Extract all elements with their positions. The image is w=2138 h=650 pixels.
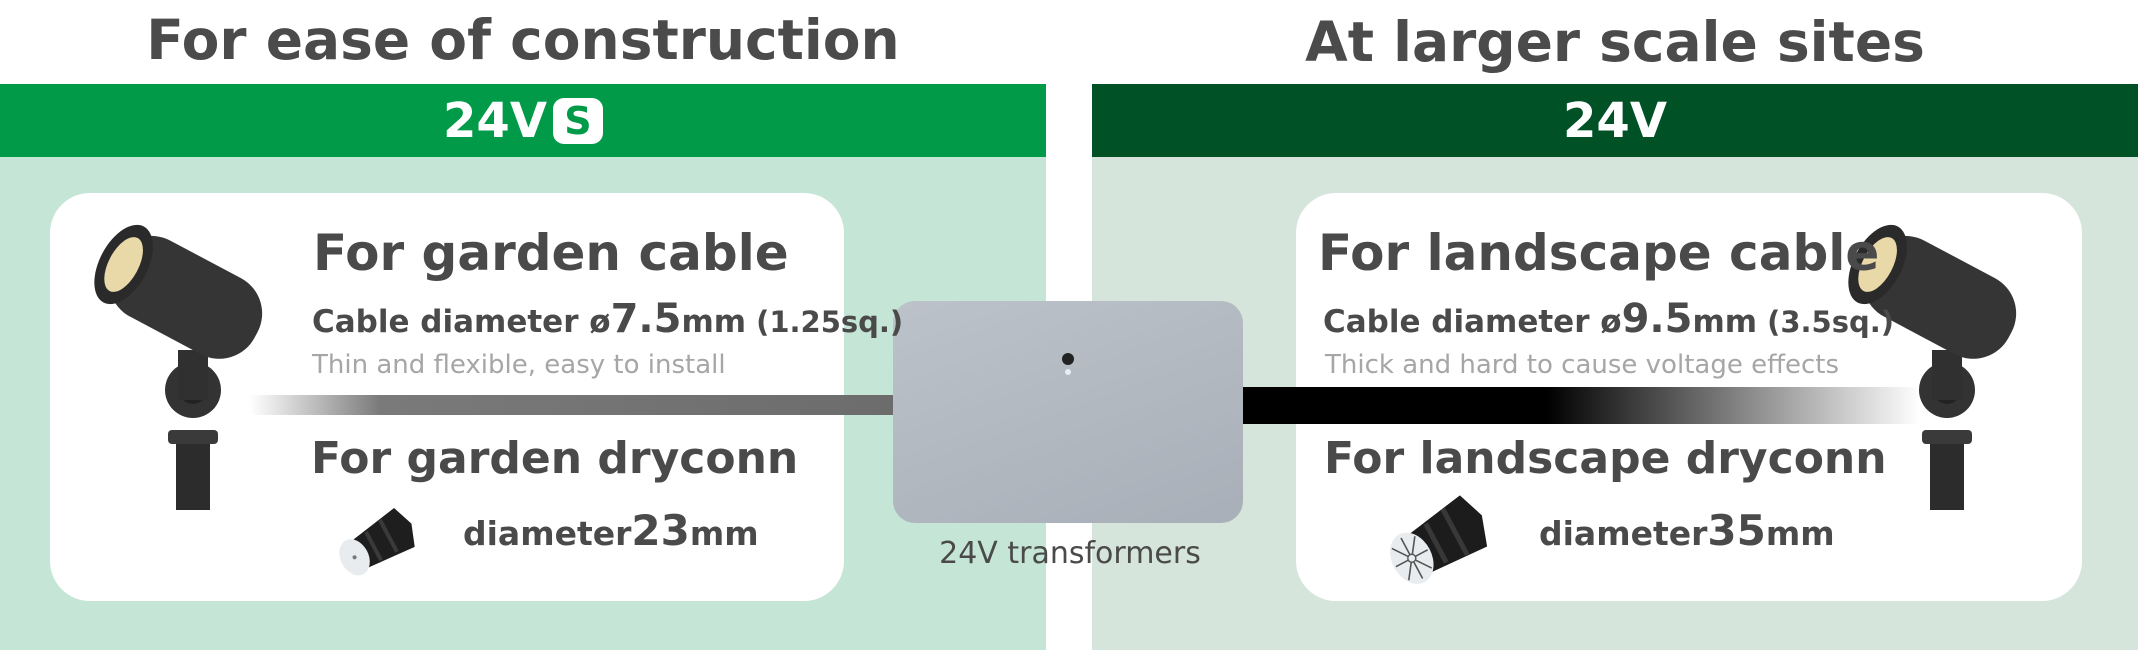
landscape-cable-spec-value: 9.5 [1621,296,1693,342]
garden-cable-spec-paren: (1.25sq.) [756,305,904,339]
landscape-dryconn-prefix: diameter [1539,514,1708,553]
landscape-dryconn-unit: mm [1765,514,1835,553]
right-voltage-label: 24V [1563,92,1667,149]
landscape-dryconn-diameter: diameter35mm [1539,506,1835,555]
s-badge: S [552,97,603,144]
landscape-cable-spec-prefix: Cable diameter ø [1323,304,1622,340]
landscape-cable-spec: Cable diameter ø9.5mm (3.5sq.) [1323,296,1894,342]
landscape-cable-note: Thick and hard to cause voltage effects [1325,350,1840,380]
garden-dryconn-prefix: diameter [463,514,632,553]
garden-dryconn-unit: mm [689,514,759,553]
right-heading: At larger scale sites [1305,10,1925,74]
garden-cable-spec-value: 7.5 [610,296,682,342]
garden-dryconn-value: 23 [631,506,690,555]
left-voltage-label: 24V [443,92,547,149]
garden-cable-title: For garden cable [313,224,789,282]
garden-cable-line [250,395,900,415]
landscape-dryconn-value: 35 [1707,506,1766,555]
dryconn-connector-icon [1390,495,1488,584]
landscape-cable-spec-unit: mm [1692,304,1758,340]
transformer-led-icon [1065,369,1071,375]
garden-cable-spec: Cable diameter ø7.5mm (1.25sq.) [312,296,903,342]
landscape-cable-line [1240,387,1920,424]
garden-cable-spec-prefix: Cable diameter ø [312,304,611,340]
spotlight-icon [94,224,263,510]
right-voltage-band: 24V [1092,84,2138,157]
garden-dryconn-title: For garden dryconn [311,433,799,484]
transformer-box-icon [893,301,1243,523]
garden-cable-note: Thin and flexible, easy to install [312,350,726,380]
transformer-caption: 24V transformers [939,536,1201,571]
landscape-dryconn-title: For landscape dryconn [1324,433,1887,484]
spotlight-icon [1848,224,2017,510]
garden-dryconn-diameter: diameter23mm [463,506,759,555]
landscape-cable-title: For landscape cable [1318,224,1880,282]
left-heading: For ease of construction [146,8,900,72]
transformer-indicator-icon [1062,353,1074,365]
garden-cable-spec-unit: mm [681,304,747,340]
landscape-cable-spec-paren: (3.5sq.) [1767,305,1894,339]
dryconn-connector-icon [339,508,415,576]
